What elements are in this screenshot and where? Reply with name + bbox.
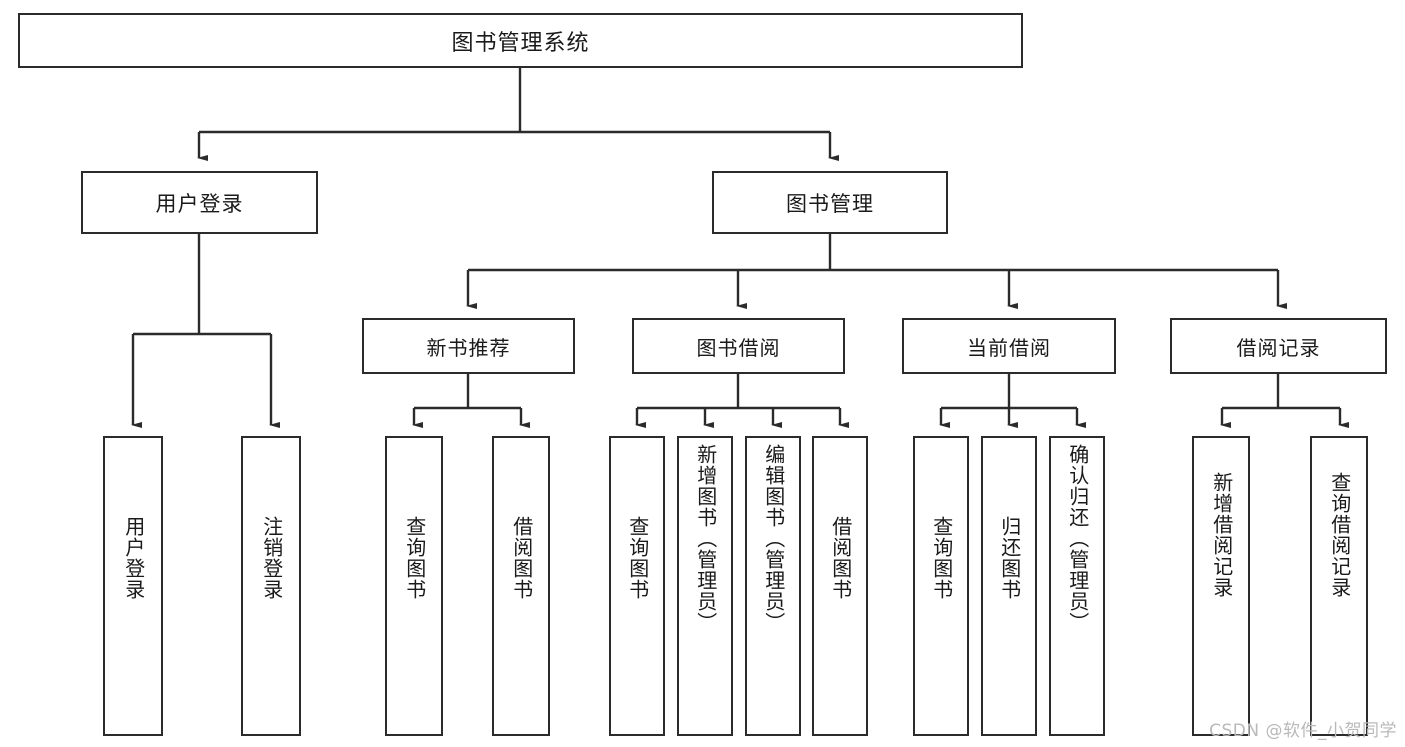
node-label: 查询图书 — [625, 516, 650, 600]
node-label: 新增借阅记录 — [1209, 472, 1234, 598]
node-label: 查询借阅记录 — [1327, 472, 1352, 598]
node-label: 注销登录 — [259, 516, 284, 600]
leaf-recommend-borrow-book[interactable]: 借阅图书 — [492, 436, 550, 736]
node-label: 用户登录 — [121, 516, 146, 600]
node-borrow-records[interactable]: 借阅记录 — [1170, 318, 1387, 374]
node-label: 用户登录 — [155, 191, 244, 216]
leaf-borrow-query-book[interactable]: 查询图书 — [609, 436, 665, 736]
leaf-user-login[interactable]: 用户登录 — [103, 436, 163, 736]
node-label: 查询图书 — [402, 516, 427, 600]
node-label: 新增图书（管理员） — [693, 444, 718, 633]
node-label: 图书管理 — [786, 191, 874, 216]
node-new-book-recommend[interactable]: 新书推荐 — [362, 318, 575, 374]
leaf-borrow-edit-book-admin[interactable]: 编辑图书（管理员） — [745, 436, 801, 736]
node-book-borrow[interactable]: 图书借阅 — [632, 318, 845, 374]
node-label: 图书管理系统 — [451, 30, 590, 56]
node-book-management[interactable]: 图书管理 — [712, 171, 948, 234]
node-user-login[interactable]: 用户登录 — [81, 171, 318, 234]
node-label: 新书推荐 — [426, 335, 511, 360]
node-label: 当前借阅 — [967, 335, 1051, 360]
leaf-current-query-book[interactable]: 查询图书 — [913, 436, 969, 736]
node-label: 图书借阅 — [696, 335, 781, 360]
leaf-recommend-query-book[interactable]: 查询图书 — [385, 436, 443, 736]
leaf-borrow-add-book-admin[interactable]: 新增图书（管理员） — [677, 436, 733, 736]
node-label: 借阅图书 — [509, 516, 534, 600]
leaf-user-logout[interactable]: 注销登录 — [241, 436, 301, 736]
node-label: 查询图书 — [929, 516, 954, 600]
leaf-records-add-record[interactable]: 新增借阅记录 — [1192, 436, 1250, 736]
leaf-current-confirm-return-admin[interactable]: 确认归还（管理员） — [1049, 436, 1105, 736]
leaf-records-query-record[interactable]: 查询借阅记录 — [1310, 436, 1368, 736]
watermark-text: CSDN @软件_小贺同学 — [1209, 721, 1397, 741]
leaf-current-return-book[interactable]: 归还图书 — [981, 436, 1037, 736]
node-root-system[interactable]: 图书管理系统 — [18, 13, 1023, 68]
node-label: 编辑图书（管理员） — [761, 444, 786, 633]
node-label: 借阅记录 — [1236, 335, 1321, 360]
node-label: 确认归还（管理员） — [1065, 444, 1090, 633]
node-label: 借阅图书 — [828, 516, 853, 600]
node-label: 归还图书 — [997, 516, 1022, 600]
node-current-borrow[interactable]: 当前借阅 — [902, 318, 1116, 374]
leaf-borrow-borrow-book[interactable]: 借阅图书 — [812, 436, 868, 736]
